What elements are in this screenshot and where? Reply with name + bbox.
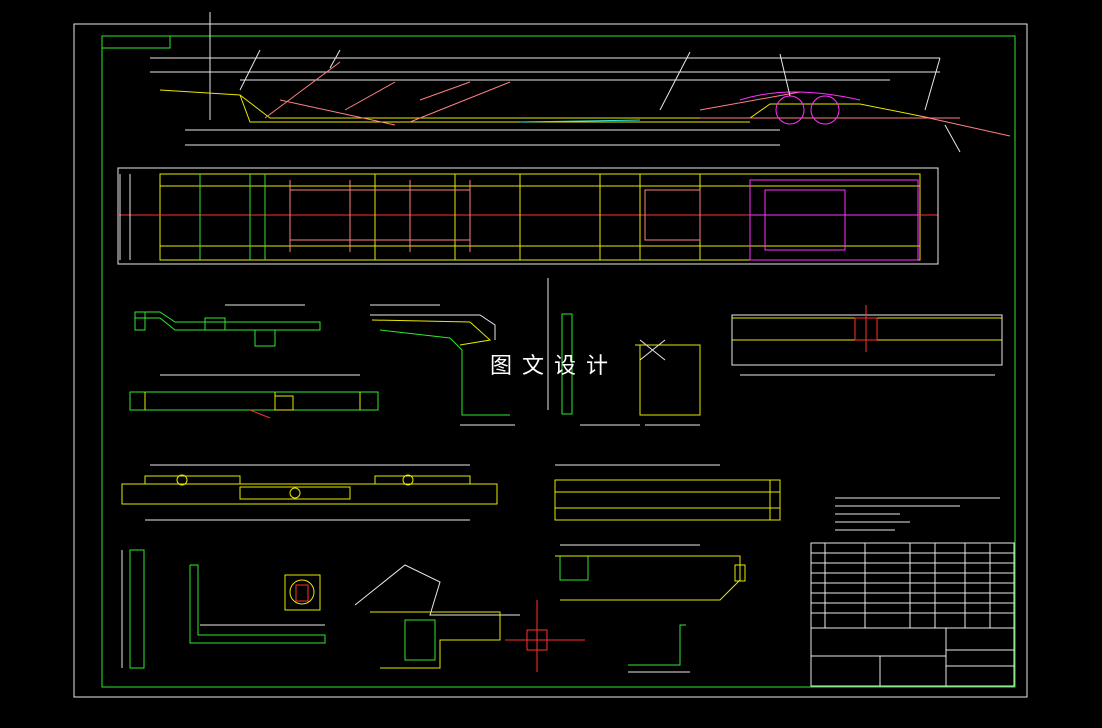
detail-beam-view: [129, 374, 379, 419]
detail-tail-section: [555, 544, 746, 601]
detail-column-view: [547, 278, 640, 426]
detail-long-beam-view: [121, 464, 498, 521]
detail-gooseneck-section: [354, 564, 585, 672]
detail-pin-section: [284, 574, 321, 611]
detail-side-rail-view: [554, 464, 781, 521]
parts-list-table: [810, 542, 1015, 629]
inner-border: [101, 35, 1016, 688]
technical-requirements-notes: [835, 497, 1000, 531]
outer-frame: [73, 23, 1028, 698]
detail-crossmember-section: [370, 304, 515, 426]
detail-small-angle-view: [628, 624, 690, 673]
detail-rear-beam-view: [731, 305, 1003, 376]
top-left-label-box: [101, 35, 171, 49]
plan-view: [117, 167, 939, 265]
detail-frame-section: [635, 339, 701, 426]
watermark-text: 图文设计: [490, 354, 618, 379]
title-block: [810, 627, 1015, 687]
detail-vertical-post-view: [121, 549, 145, 669]
side-elevation-view: [150, 12, 1011, 153]
detail-l-bracket-view: [189, 564, 326, 644]
detail-bracket-view: [134, 304, 321, 347]
